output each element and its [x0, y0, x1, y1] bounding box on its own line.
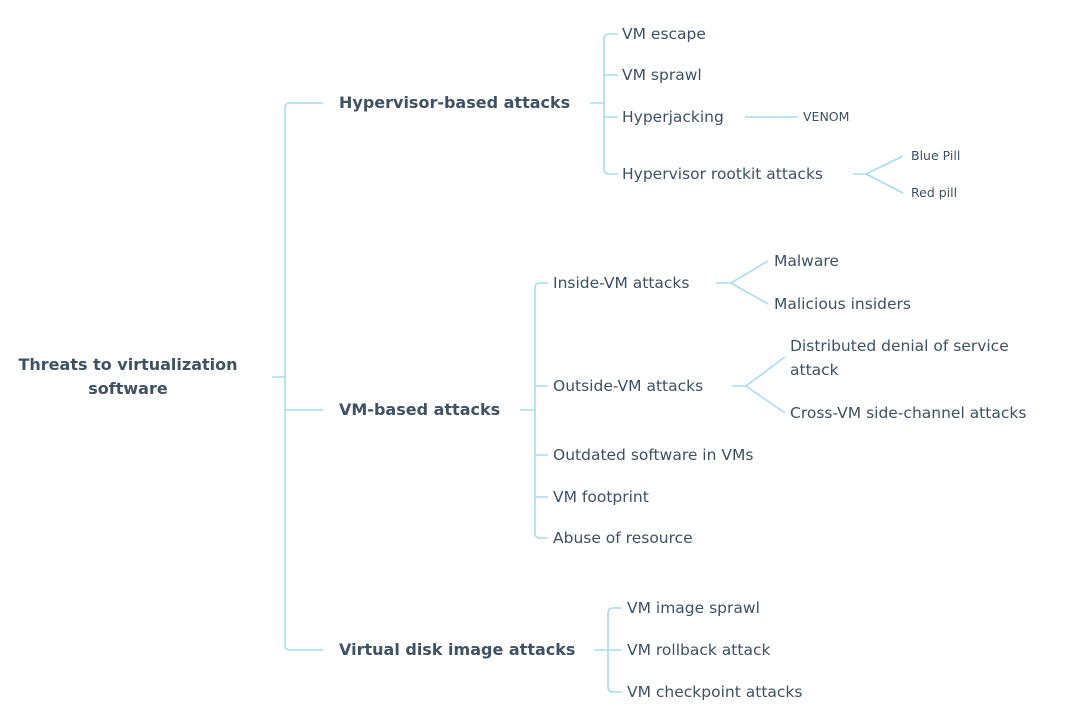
vm-bracket — [520, 282, 548, 539]
root-bracket — [272, 102, 323, 651]
node-hyperjacking: Hyperjacking — [622, 108, 724, 126]
node-vm-sprawl: VM sprawl — [622, 66, 702, 84]
inside-vm-connector — [716, 260, 769, 305]
node-vm-rollback-attack: VM rollback attack — [627, 641, 771, 659]
outside-vm-connector — [732, 356, 786, 414]
node-outdated-software-in-vms: Outdated software in VMs — [553, 446, 754, 464]
hypervisor-bracket — [590, 33, 618, 175]
node-outside-vm-attacks: Outside-VM attacks — [553, 377, 704, 395]
node-vm-footprint: VM footprint — [553, 488, 649, 506]
node-blue-pill: Blue Pill — [911, 148, 961, 163]
node-malicious-insiders: Malicious insiders — [774, 295, 911, 313]
node-hypervisor-rootkit-attacks: Hypervisor rootkit attacks — [622, 165, 824, 183]
rootkit-connector — [853, 155, 904, 194]
branch-vm-based-attacks: VM-based attacks — [339, 400, 501, 419]
branch-hypervisor-based-attacks: Hypervisor-based attacks — [339, 93, 571, 112]
root-node: Threats to virtualization software — [18, 355, 238, 398]
disk-bracket — [594, 607, 622, 693]
node-cross-vm-side-channel-attacks: Cross-VM side-channel attacks — [790, 404, 1027, 422]
node-vm-escape: VM escape — [622, 25, 706, 43]
node-vm-checkpoint-attacks: VM checkpoint attacks — [627, 683, 803, 701]
node-abuse-of-resource: Abuse of resource — [553, 529, 693, 547]
node-venom: VENOM — [803, 109, 850, 124]
node-inside-vm-attacks: Inside-VM attacks — [553, 274, 690, 292]
node-malware: Malware — [774, 252, 839, 270]
node-red-pill: Red pill — [911, 185, 958, 200]
node-distributed-denial-of-service-attack: Distributed denial of service attack — [790, 337, 1009, 379]
branch-virtual-disk-image-attacks: Virtual disk image attacks — [339, 640, 576, 659]
node-vm-image-sprawl: VM image sprawl — [627, 599, 760, 617]
